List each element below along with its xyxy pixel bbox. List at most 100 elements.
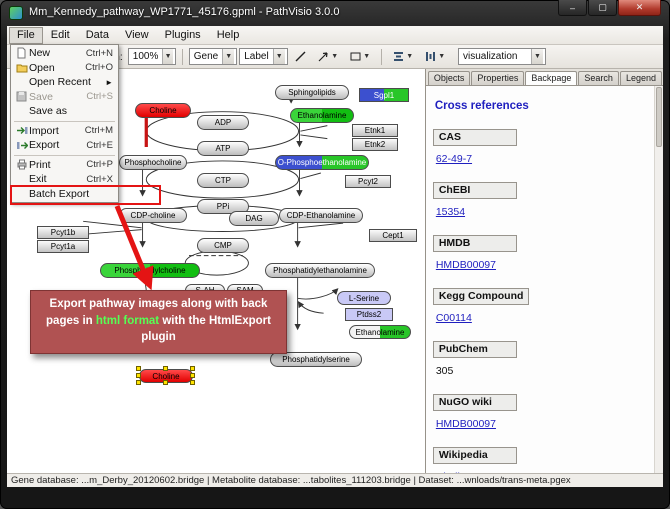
file-menu-item-save-as[interactable]: Save as bbox=[12, 104, 117, 119]
file-menu-item-save[interactable]: Save Ctrl+S bbox=[12, 90, 117, 105]
menu-item-label: Save bbox=[29, 90, 53, 103]
pathway-node-phosphatidylserine[interactable]: Phosphatidylserine bbox=[270, 352, 362, 367]
menu-data[interactable]: Data bbox=[85, 28, 109, 41]
tab-search[interactable]: Search bbox=[578, 71, 619, 85]
pathway-node-ctp[interactable]: CTP bbox=[197, 173, 249, 188]
pathway-node-cdp-choline[interactable]: CDP-choline bbox=[119, 208, 187, 223]
pathway-node-sphingolipids[interactable]: Sphingolipids bbox=[275, 85, 349, 100]
toolbar-separator bbox=[181, 48, 183, 65]
menu-item-label: Open bbox=[29, 61, 55, 74]
menu-item-label: New bbox=[29, 47, 51, 60]
pathway-node-atp[interactable]: ATP bbox=[197, 141, 249, 156]
scrollbar-thumb[interactable] bbox=[656, 87, 662, 147]
arrow-line-dropdown[interactable]: ▼ bbox=[313, 47, 343, 67]
close-button[interactable]: ✕ bbox=[618, 0, 661, 16]
maximize-button[interactable]: ▢ bbox=[588, 0, 617, 16]
annotation-text: Export pathway images along with back pa… bbox=[46, 298, 268, 327]
selection-handle[interactable] bbox=[163, 380, 168, 385]
datanode-type-value: Gene bbox=[193, 51, 219, 62]
menubar: File Edit Data View Plugins Help bbox=[7, 26, 663, 45]
datanode-type-dropdown[interactable]: Gene ▼ bbox=[188, 48, 238, 65]
selection-handle[interactable] bbox=[190, 380, 195, 385]
pathway-node-etnk1[interactable]: Etnk1 bbox=[352, 124, 398, 137]
pathway-node-ethanolamine[interactable]: Ethanolamine bbox=[349, 325, 411, 339]
xref-link[interactable]: HMDB00097 bbox=[435, 418, 496, 430]
pathway-node-o-phosphoethanolamine[interactable]: O-Phosphoethanolamine bbox=[275, 155, 369, 170]
label-tool-dropdown[interactable]: Label ▼ bbox=[239, 48, 288, 65]
menu-view[interactable]: View bbox=[124, 28, 149, 41]
file-menu-item-batch-export[interactable]: Batch Export bbox=[12, 187, 117, 202]
selection-handle[interactable] bbox=[136, 366, 141, 371]
pathway-node-ptdss2[interactable]: Ptdss2 bbox=[345, 308, 393, 321]
selection-handle[interactable] bbox=[163, 366, 168, 371]
pathway-node-phosphatidylcholine[interactable]: Phosphatidylcholine bbox=[100, 263, 200, 278]
align-horizontal-dropdown[interactable]: ▼ bbox=[388, 47, 418, 67]
pathway-node-choline[interactable]: Choline bbox=[135, 103, 191, 118]
pathway-node-pcyt2[interactable]: Pcyt2 bbox=[345, 175, 391, 188]
xref-database-header: HMDB bbox=[432, 235, 517, 252]
pathway-node-pcyt1b[interactable]: Pcyt1b bbox=[37, 226, 89, 239]
selection-handle[interactable] bbox=[190, 366, 195, 371]
pathway-node-pcyt1a[interactable]: Pcyt1a bbox=[37, 240, 89, 253]
pathway-node-phosphatidylethanolamine[interactable]: Phosphatidylethanolamine bbox=[265, 263, 375, 278]
titlebar: Mm_Kennedy_pathway_WP1771_45176.gpml - P… bbox=[0, 0, 670, 26]
statusbar: Gene database: ...m_Derby_20120602.bridg… bbox=[7, 473, 663, 487]
pathway-node-sgpl1[interactable]: Sgpl1 bbox=[359, 88, 409, 102]
zoom-value: 100% bbox=[132, 51, 159, 62]
pathway-node-dag[interactable]: DAG bbox=[229, 211, 279, 226]
xref-section-hmdb: HMDB HMDB00097 bbox=[432, 233, 663, 271]
tab-properties[interactable]: Properties bbox=[471, 71, 525, 85]
menu-separator bbox=[14, 120, 115, 122]
label-tool-value: Label bbox=[244, 51, 269, 62]
new-document-icon bbox=[14, 47, 29, 59]
selection-handle[interactable] bbox=[136, 373, 141, 378]
zoom-combobox[interactable]: 100% ▼ bbox=[127, 48, 176, 65]
pathway-node-phosphocholine[interactable]: Phosphocholine bbox=[119, 155, 187, 170]
pathway-node-adp[interactable]: ADP bbox=[197, 115, 249, 130]
tab-legend[interactable]: Legend bbox=[619, 71, 662, 85]
menu-item-shortcut: Ctrl+S bbox=[86, 91, 113, 103]
menu-item-label: Open Recent bbox=[29, 76, 91, 89]
selection-handle[interactable] bbox=[190, 373, 195, 378]
selection-handle[interactable] bbox=[136, 380, 141, 385]
menu-plugins[interactable]: Plugins bbox=[164, 28, 201, 41]
menu-help[interactable]: Help bbox=[216, 28, 240, 41]
pathway-node-cdp-ethanolamine[interactable]: CDP-Ethanolamine bbox=[279, 208, 363, 223]
line-tool-button[interactable] bbox=[290, 47, 311, 67]
pathway-node-etnk2[interactable]: Etnk2 bbox=[352, 138, 398, 151]
xref-link[interactable]: C00114 bbox=[435, 312, 472, 324]
tab-objects[interactable]: Objects bbox=[427, 71, 471, 85]
align-vertical-dropdown[interactable]: ▼ bbox=[420, 47, 450, 67]
side-panel-scrollbar[interactable] bbox=[654, 86, 663, 473]
tab-backpage[interactable]: Backpage bbox=[525, 71, 578, 86]
minimize-button[interactable]: – bbox=[558, 0, 587, 16]
pathway-node-cept1[interactable]: Cept1 bbox=[369, 229, 417, 242]
file-menu-item-open-recent[interactable]: Open Recent► bbox=[12, 75, 117, 90]
pathway-node-ethanolamine[interactable]: Ethanolamine bbox=[290, 108, 354, 123]
xref-link[interactable]: HMDB00097 bbox=[435, 259, 496, 271]
pathway-node-cmp[interactable]: CMP bbox=[197, 238, 249, 253]
menu-edit[interactable]: Edit bbox=[50, 28, 70, 41]
chevron-down-icon: ▼ bbox=[331, 53, 339, 60]
pathway-node-l-serine[interactable]: L-Serine bbox=[337, 291, 391, 305]
xref-link[interactable]: 62-49-7 bbox=[435, 153, 473, 165]
pathvisio-app-icon bbox=[9, 6, 23, 20]
menu-item-label: Save as bbox=[29, 105, 67, 118]
xref-link[interactable]: 15354 bbox=[435, 206, 466, 218]
menu-item-label: Import bbox=[29, 124, 59, 137]
visualization-combobox[interactable]: visualization ▼ bbox=[458, 48, 546, 65]
chevron-down-icon: ▼ bbox=[406, 53, 414, 60]
menu-file[interactable]: File bbox=[9, 26, 43, 44]
xref-link[interactable]: Choline bbox=[436, 471, 663, 473]
shape-dropdown[interactable]: ▼ bbox=[345, 47, 375, 67]
